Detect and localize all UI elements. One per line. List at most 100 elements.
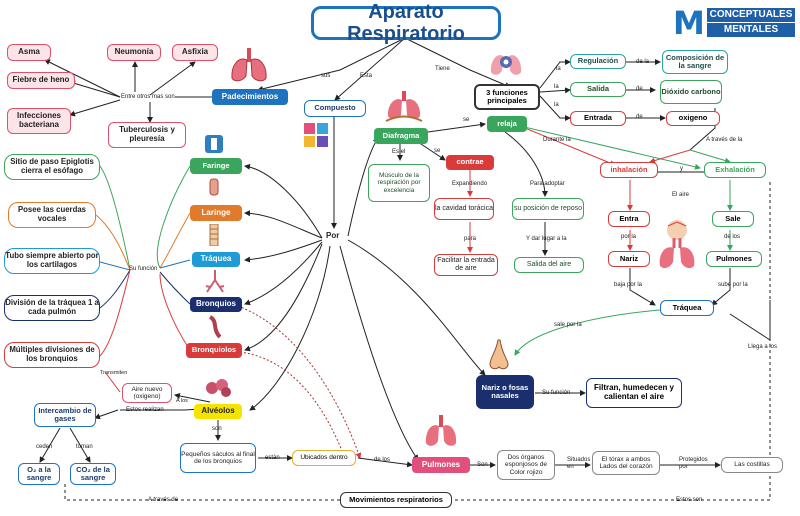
label-protegidos-por: Protegidos por	[679, 457, 708, 470]
node-alveolos: Alvéolos	[194, 404, 242, 419]
node-traquea: Tráquea	[192, 252, 240, 267]
logo-mark-icon: M	[673, 4, 705, 42]
function-traquea: Tubo siempre abierto por los cartilagos	[4, 248, 100, 274]
label-expandiendo: Expandiendo	[452, 181, 488, 187]
node-torax: El tórax a ambos Lados del corazón	[592, 451, 660, 475]
node-laringe: Laringe	[190, 205, 242, 221]
label-por-la: por la	[621, 234, 637, 240]
label-y-dar-lugar: Y dar lugar a la	[526, 236, 567, 242]
label-el-aire: El aire	[672, 192, 690, 198]
node-nariz-small: Nariz	[608, 251, 650, 267]
node-bronquios: Bronquios	[190, 297, 242, 312]
node-cavidad: la cavidad torácica	[434, 198, 494, 220]
label-de-la: de la	[636, 59, 650, 65]
label-de-los-pulmones: de los	[724, 234, 741, 240]
pulmones-icon	[423, 414, 459, 448]
node-filtran: Filtran, humedecen y calientan el aire	[586, 378, 682, 408]
node-infecciones: Infecciones bacteriana	[7, 108, 71, 134]
node-traquea-small: Tráquea	[660, 300, 714, 316]
diaphragm-lungs-icon	[384, 90, 424, 124]
node-sacos: Pequeños sáculos al final de los bronqui…	[180, 443, 256, 473]
node-fiebre-heno: Fiebre de heno	[7, 72, 75, 89]
label-de-los: de los	[374, 457, 391, 463]
label-estos-son: Estos son	[676, 497, 703, 503]
node-aire-nuevo: Aire nuevo (oxigeno)	[122, 383, 172, 403]
label-durante-la: Durante la	[543, 137, 571, 143]
label-de-1: de	[636, 86, 643, 92]
lungs-gear-icon	[488, 48, 524, 80]
label-llega-a-los: Llega a los	[748, 344, 778, 350]
node-por: Por	[326, 231, 340, 240]
node-musculo: Músculo de la respiración por excelencia	[368, 164, 430, 202]
node-costillas: Las costillas	[721, 457, 783, 473]
node-padecimientos: Padecimientos	[212, 89, 288, 105]
node-ubicados: Ubicados dentro	[292, 450, 356, 466]
node-pulmones-small: Pulmones	[706, 251, 762, 267]
label-baja-por-la: baja por la	[614, 282, 643, 288]
logo-line1: CONCEPTUALES	[707, 8, 795, 22]
node-nariz: Nariz o fosas nasales	[476, 375, 534, 409]
label-y: y	[680, 166, 683, 172]
node-exhalacion: Exhalación	[704, 162, 766, 178]
label-a-traves-la: A través de la	[706, 137, 743, 143]
label-para-adoptar: Para adoptar	[530, 181, 565, 187]
node-asma: Asma	[7, 44, 51, 61]
node-faringe: Faringe	[190, 158, 242, 174]
label-se-relaja: se	[463, 117, 470, 123]
node-entra: Entra	[608, 211, 650, 227]
page-title: Aparato Respiratorio	[311, 1, 501, 45]
node-entrada: Entrada	[570, 111, 626, 126]
node-composicion: Composición de la sangre	[662, 50, 728, 74]
function-bronquiolos: Múltiples divisiones de los bronquios	[4, 342, 100, 368]
label-toman: toman	[76, 444, 93, 450]
node-o2: O₂ a la sangre	[18, 463, 60, 485]
node-tuberculosis: Tuberculosis y pleuresía	[108, 122, 186, 148]
node-relaja: relaja	[487, 116, 527, 132]
label-estan: están	[265, 455, 280, 461]
label-transmiten: Transmiten	[100, 370, 128, 376]
larynx-icon	[206, 178, 222, 196]
node-posicion: su posición de reposo	[512, 198, 584, 220]
node-intercambio: Intercambio de gases	[34, 403, 96, 427]
label-a-traves-de: A través de	[148, 497, 179, 503]
nose-icon	[484, 338, 514, 372]
pharynx-icon	[203, 133, 225, 155]
node-salida-aire: Salida del aire	[514, 257, 584, 273]
label-entre-otros: Entre otros mas son	[121, 94, 175, 100]
label-de-2: de	[636, 114, 643, 120]
label-esta: Esta	[360, 73, 373, 79]
label-la-2: la	[554, 84, 559, 90]
trachea-icon	[207, 223, 221, 247]
bronchioles-icon	[206, 315, 226, 339]
node-contrae: contrae	[446, 155, 494, 170]
brand-logo: M CONCEPTUALES MENTALES	[673, 6, 795, 40]
label-estos-realizan: Estos realizan	[126, 407, 164, 413]
logo-line2: MENTALES	[707, 23, 795, 37]
node-bronquiolos: Bronquiolos	[186, 343, 242, 358]
function-bronquios: División de la tráquea 1 a cada pulmón	[4, 295, 100, 321]
respiratory-system-icon	[654, 218, 700, 270]
node-oxigeno: oxigeno	[666, 111, 720, 126]
node-co2: CO₂ de la sangre	[70, 463, 116, 485]
label-para: para	[464, 236, 477, 242]
node-dos-organos: Dos órganos esponjosos de Color rojizo	[497, 450, 555, 480]
node-facilitar: Facilitar la entrada de aire	[434, 254, 498, 276]
label-su-funcion-left: Su función	[129, 266, 158, 272]
node-movimientos: Movimientos respiratorios	[340, 492, 452, 508]
label-sus: sus	[321, 73, 331, 79]
label-ceden: ceden	[36, 444, 53, 450]
label-sale-por-la: sale por la	[554, 322, 582, 328]
bronchi-icon	[204, 270, 226, 294]
node-inhalacion: inhalación	[600, 162, 658, 178]
function-faringe: Sitio de paso Epiglotis cierra el esófag…	[4, 154, 100, 180]
label-pulmones-son: Son	[477, 462, 488, 468]
label-sube-por-la: sube por la	[718, 282, 748, 288]
node-sale: Sale	[712, 211, 754, 227]
node-regulacion: Regulación	[570, 54, 626, 69]
label-situados-en: Situados en	[567, 457, 591, 470]
label-nariz-su-funcion: Su función	[542, 390, 571, 396]
node-compuesto: Compuesto	[304, 100, 366, 117]
node-salida: Salida	[570, 82, 626, 97]
node-pulmones: Pulmones	[412, 457, 470, 473]
